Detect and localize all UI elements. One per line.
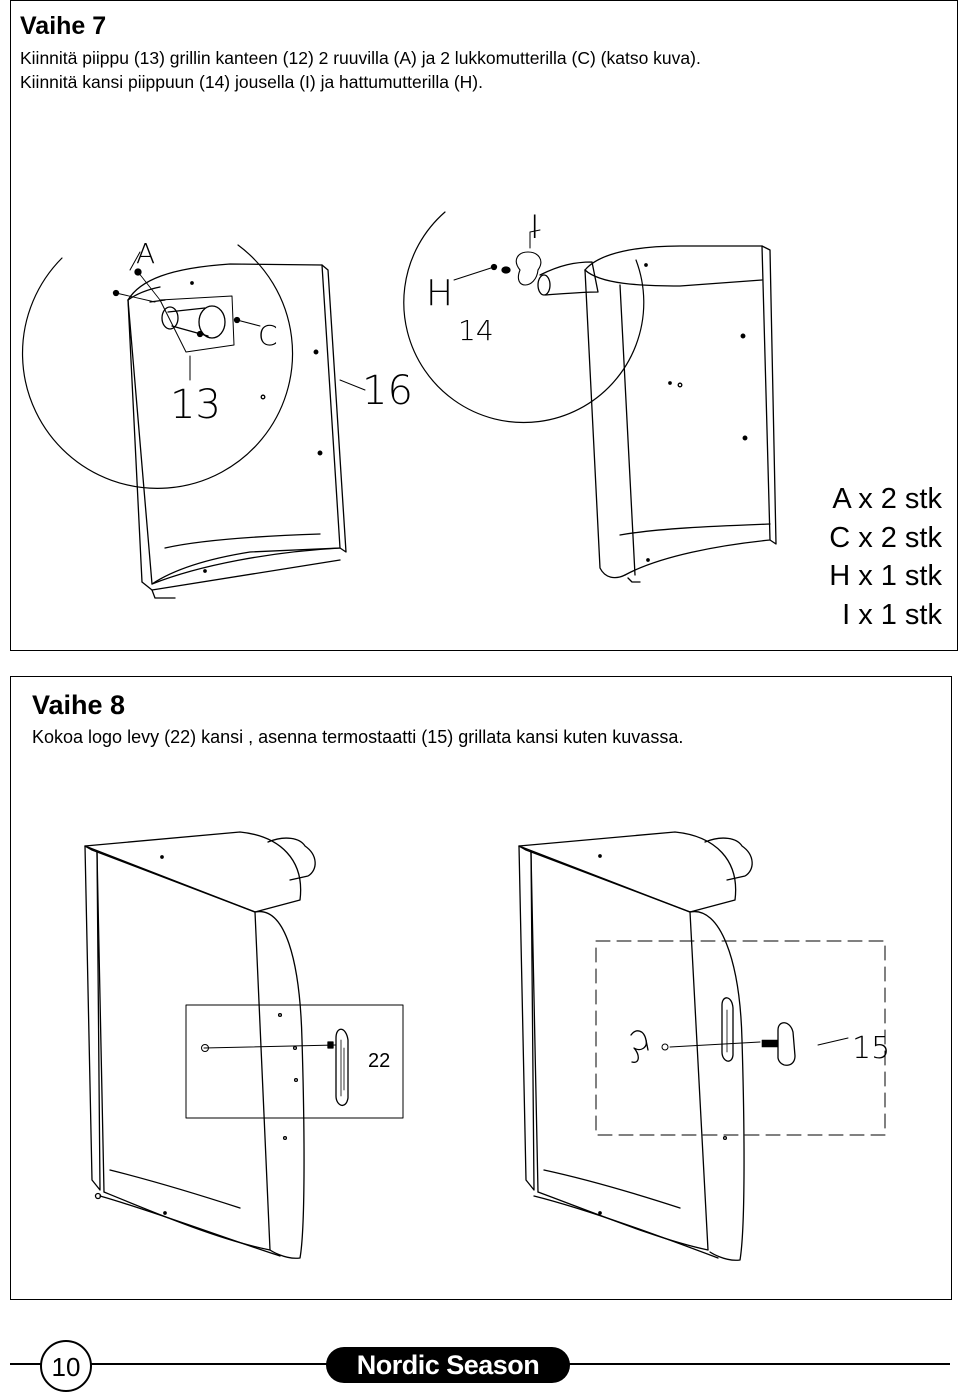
step-8-panel [10, 676, 952, 1300]
step-7-title: Vaihe 7 [20, 12, 107, 40]
step-7-panel [10, 0, 958, 651]
part-item-h: H x 1 stk [829, 560, 942, 592]
part-item-c: C x 2 stk [829, 521, 942, 554]
step-8-title: Vaihe 8 [32, 690, 126, 720]
parts-list: A x 2 stk C x 2 stk H x 1 stk I x 1 stk [829, 480, 942, 634]
page-number: 10 [40, 1340, 92, 1392]
step-7-instruction-2: Kiinnitä kansi piippuun (14) jousella (I… [20, 72, 483, 92]
brand-logo: Nordic Season [326, 1347, 570, 1383]
step-8-instruction-1: Kokoa logo levy (22) kansi , asenna term… [32, 727, 684, 747]
step-7-instruction-1: Kiinnitä piippu (13) grillin kanteen (12… [20, 48, 701, 68]
part-item-a: A x 2 stk [832, 483, 942, 515]
part-item-i: I x 1 stk [842, 598, 942, 631]
